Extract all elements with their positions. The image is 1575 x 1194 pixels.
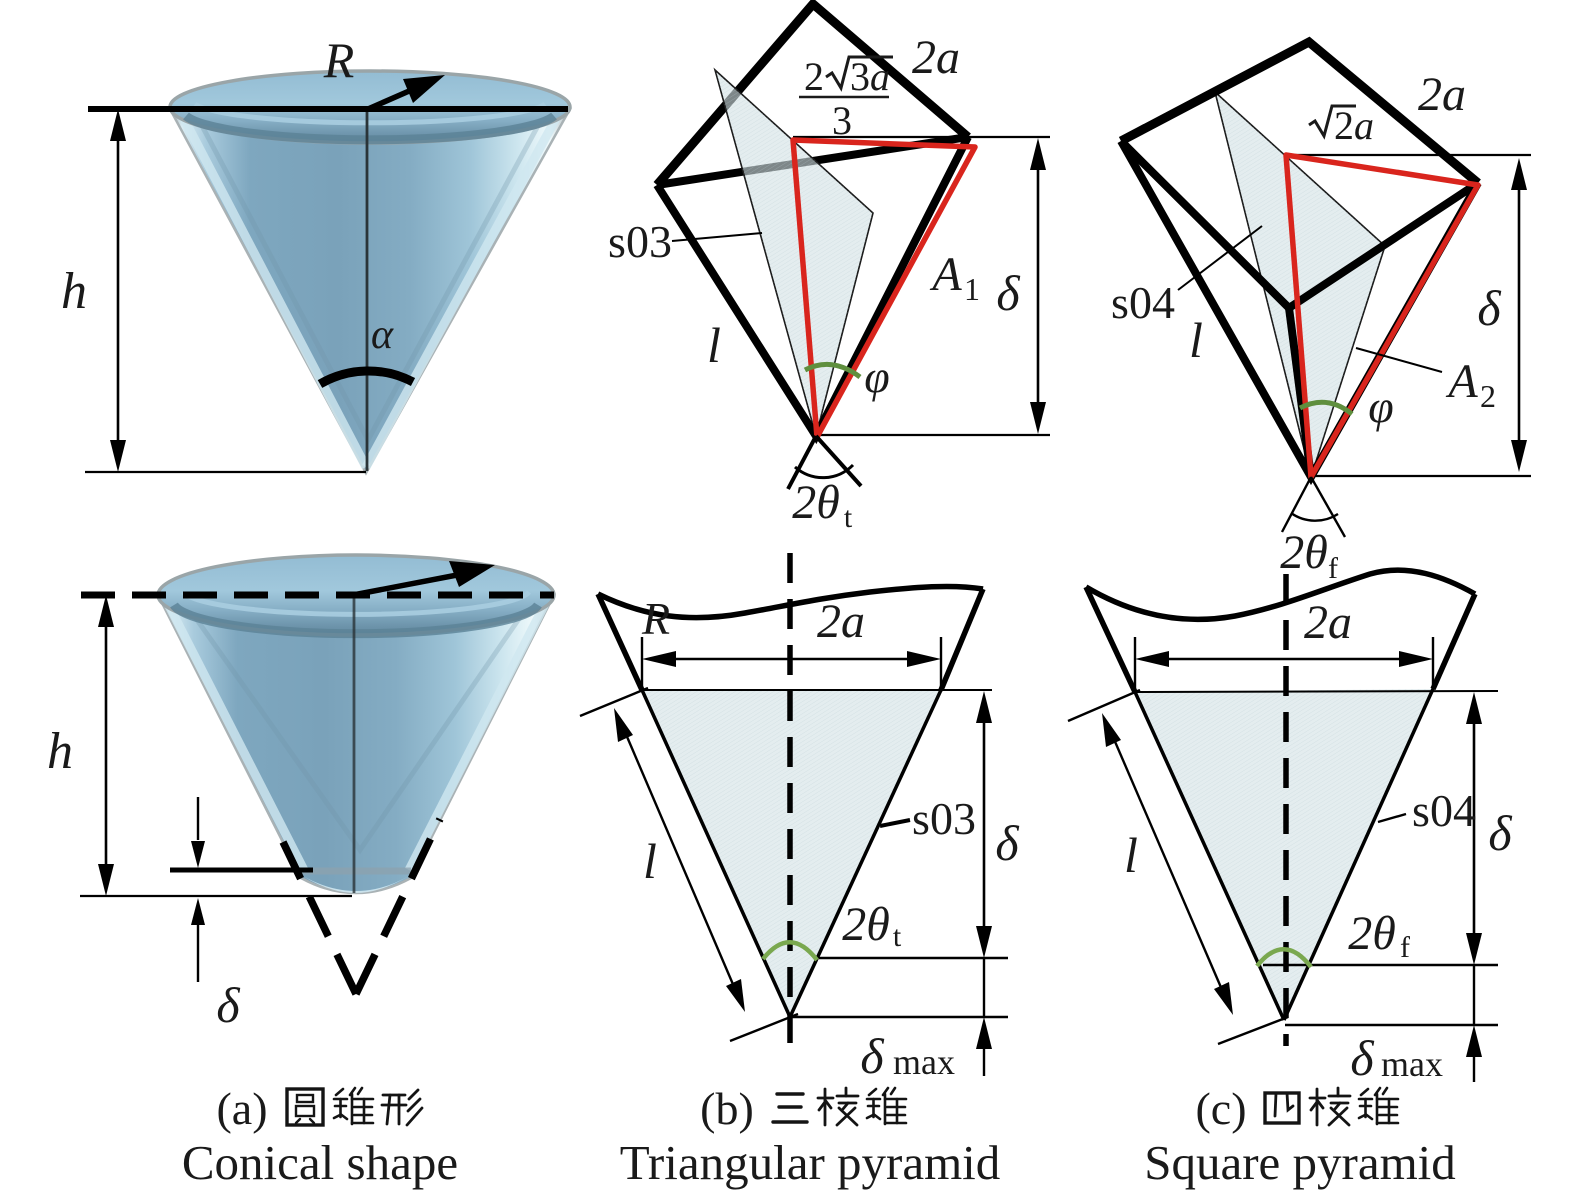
svg-text:R: R — [323, 32, 355, 88]
svg-text:δ: δ — [216, 977, 240, 1033]
svg-text:(b): (b) — [700, 1083, 754, 1134]
svg-text:2: 2 — [804, 54, 824, 99]
svg-text:h: h — [61, 263, 87, 320]
svg-text:δ: δ — [1488, 805, 1512, 861]
svg-text:2a: 2a — [1418, 68, 1466, 121]
svg-text:φ: φ — [864, 351, 889, 402]
svg-text:A: A — [1445, 355, 1478, 408]
svg-text:max: max — [893, 1042, 955, 1082]
svg-text:(c): (c) — [1195, 1083, 1246, 1134]
svg-text:3: 3 — [832, 98, 852, 143]
svg-text:δ: δ — [996, 265, 1020, 321]
svg-text:l: l — [1124, 827, 1138, 883]
svg-text:s03: s03 — [912, 793, 976, 844]
svg-text:Conical shape: Conical shape — [182, 1135, 458, 1190]
svg-text:Triangular pyramid: Triangular pyramid — [620, 1135, 1001, 1190]
svg-text:t: t — [893, 920, 902, 953]
svg-text:s04: s04 — [1412, 785, 1476, 836]
svg-text:1: 1 — [964, 271, 980, 307]
svg-text:2a: 2a — [817, 595, 865, 648]
svg-text:t: t — [844, 501, 853, 534]
svg-text:δ: δ — [1477, 280, 1501, 336]
svg-text:2θ: 2θ — [792, 476, 840, 529]
svg-text:δ: δ — [860, 1028, 884, 1084]
svg-text:2θ: 2θ — [1280, 526, 1328, 579]
svg-text:2θ: 2θ — [1348, 907, 1396, 960]
svg-text:2a: 2a — [1334, 103, 1374, 148]
svg-text:A: A — [929, 248, 962, 301]
svg-text:l: l — [707, 317, 721, 373]
svg-text:(a): (a) — [216, 1083, 267, 1134]
svg-text:2: 2 — [1480, 378, 1496, 414]
svg-text:α: α — [371, 312, 394, 358]
svg-text:l: l — [643, 833, 657, 889]
svg-text:s04: s04 — [1111, 277, 1175, 328]
svg-text:δ: δ — [1350, 1030, 1374, 1086]
svg-text:f: f — [1400, 931, 1410, 964]
svg-text:2a: 2a — [912, 31, 960, 84]
svg-text:Square pyramid: Square pyramid — [1144, 1135, 1456, 1190]
svg-text:2θ: 2θ — [842, 898, 890, 951]
svg-text:s03: s03 — [608, 216, 672, 267]
svg-text:3a: 3a — [850, 54, 890, 99]
svg-text:max: max — [1381, 1044, 1443, 1084]
svg-text:h: h — [47, 723, 73, 780]
svg-text:δ: δ — [995, 815, 1019, 871]
svg-text:φ: φ — [1368, 381, 1393, 432]
svg-text:R: R — [641, 593, 670, 644]
svg-text:f: f — [1328, 552, 1338, 585]
svg-text:2a: 2a — [1304, 596, 1352, 649]
svg-text:l: l — [1189, 312, 1203, 368]
